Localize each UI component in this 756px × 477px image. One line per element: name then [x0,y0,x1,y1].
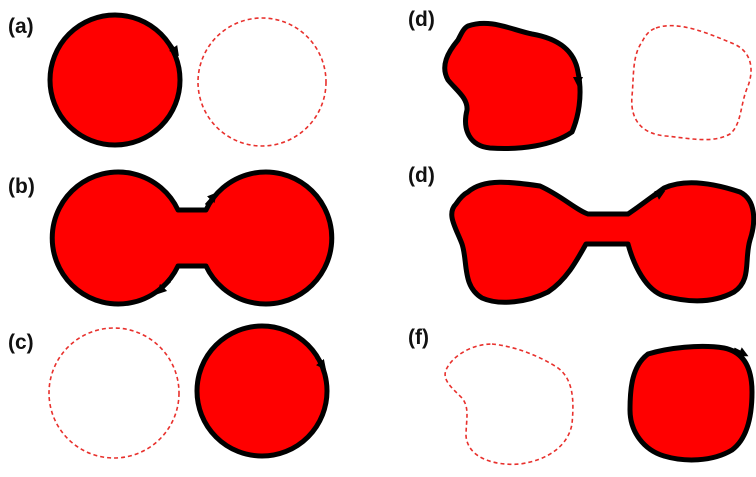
label-b: (b) [8,175,35,198]
label-f: (f) [408,326,429,349]
blob-f [627,343,755,463]
label-d-top: (d) [408,8,435,31]
dashed-blob-f [444,343,574,466]
filled-circle-c [194,323,330,459]
arrow-b-top [204,192,218,206]
dashed-circle-c [48,327,180,459]
filled-circle-a [47,12,183,148]
dashed-circle-a [197,17,327,147]
arrow-a [169,44,179,57]
label-d-mid: (d) [408,164,435,187]
arrow-d-mid [649,190,666,201]
arrow-c [314,356,327,370]
label-a: (a) [8,15,34,38]
arrow-b-bottom [156,279,172,295]
label-c: (c) [8,331,34,354]
dashed-blob-d-top [630,24,752,141]
arrow-f [733,347,749,357]
dumbbell-blob-d-mid [449,179,756,305]
dumbbell-shape-b [49,169,335,307]
blob-d-top [442,20,583,151]
